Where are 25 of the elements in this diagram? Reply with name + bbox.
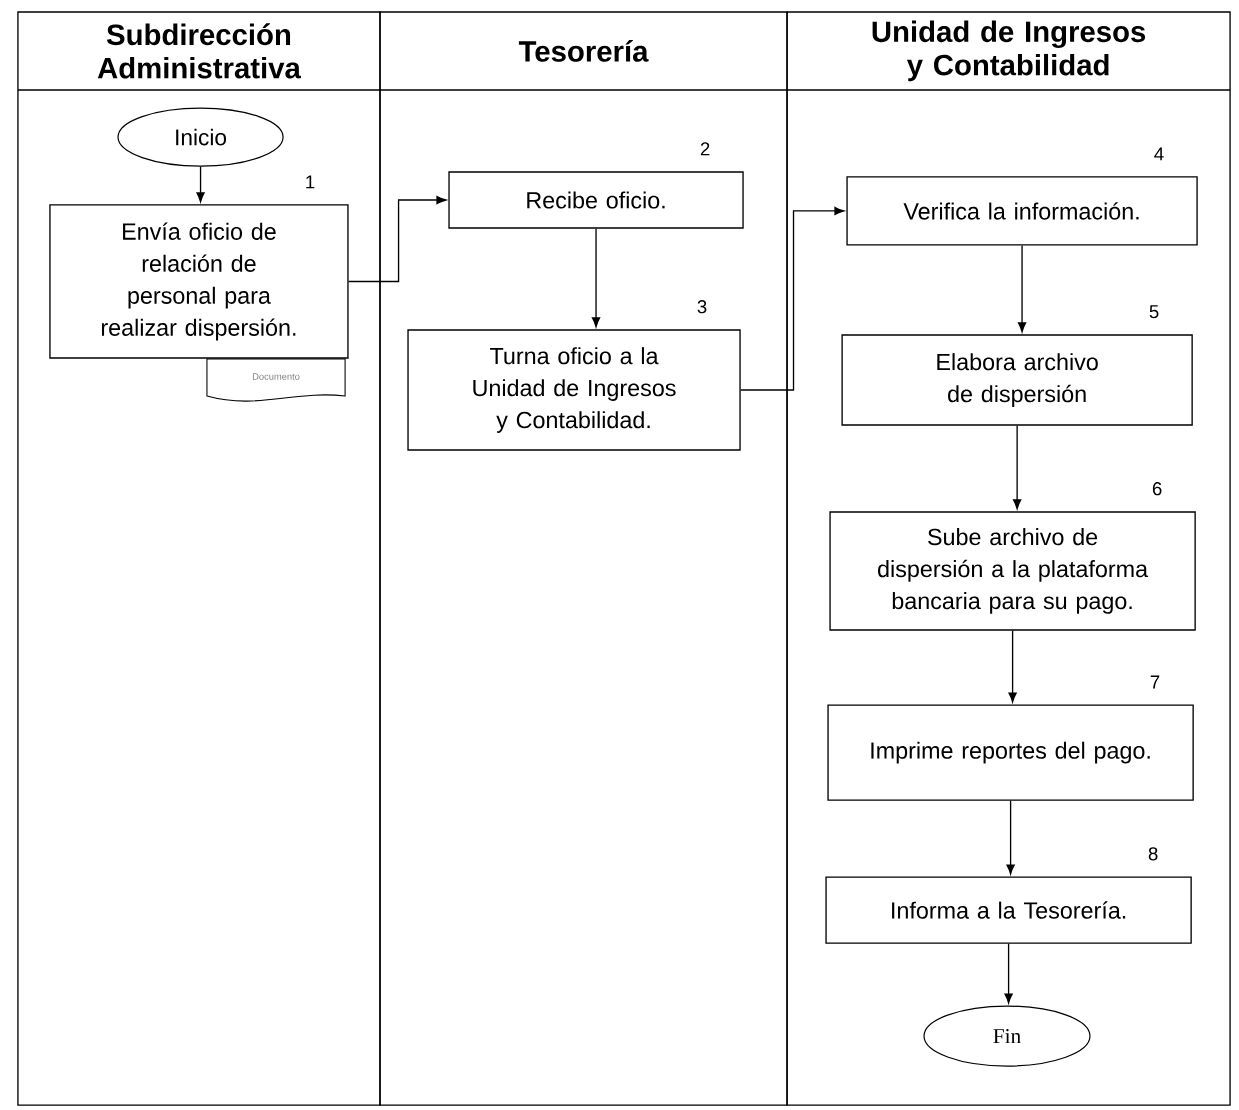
arrow bbox=[591, 228, 601, 328]
step-number: 5 bbox=[1149, 305, 1159, 319]
step-number: 7 bbox=[1150, 675, 1160, 689]
step-number: 8 bbox=[1148, 847, 1158, 861]
process-box: Informa a la Tesorería. bbox=[825, 876, 1192, 944]
process-box: Elabora archivo de dispersión bbox=[841, 334, 1193, 426]
process-box: Sube archivo de dispersión a la plataforma bancaria para su pago. bbox=[829, 511, 1196, 631]
arrow bbox=[196, 166, 205, 203]
step-number: 2 bbox=[700, 142, 710, 156]
step-number: 4 bbox=[1154, 147, 1164, 161]
arrow bbox=[1017, 244, 1027, 333]
arrow bbox=[347, 195, 447, 283]
step-number: 3 bbox=[697, 300, 707, 314]
process-box: Turna oficio a la Unidad de Ingresos y Contabilidad. bbox=[407, 329, 741, 451]
process-box: Verifica la información. bbox=[846, 176, 1198, 246]
process-box: Envía oficio de relación de personal para realizar dispersión. bbox=[49, 204, 349, 359]
arrow bbox=[1004, 943, 1013, 1004]
step-number: 1 bbox=[306, 175, 315, 189]
process-box: Recibe oficio. bbox=[448, 171, 744, 229]
arrow bbox=[1006, 800, 1015, 875]
arrow bbox=[740, 206, 845, 391]
arrow bbox=[1008, 629, 1017, 703]
process-box: Imprime reportes del pago. bbox=[827, 704, 1194, 801]
step-number: 6 bbox=[1152, 482, 1162, 496]
arrow bbox=[1012, 425, 1022, 510]
